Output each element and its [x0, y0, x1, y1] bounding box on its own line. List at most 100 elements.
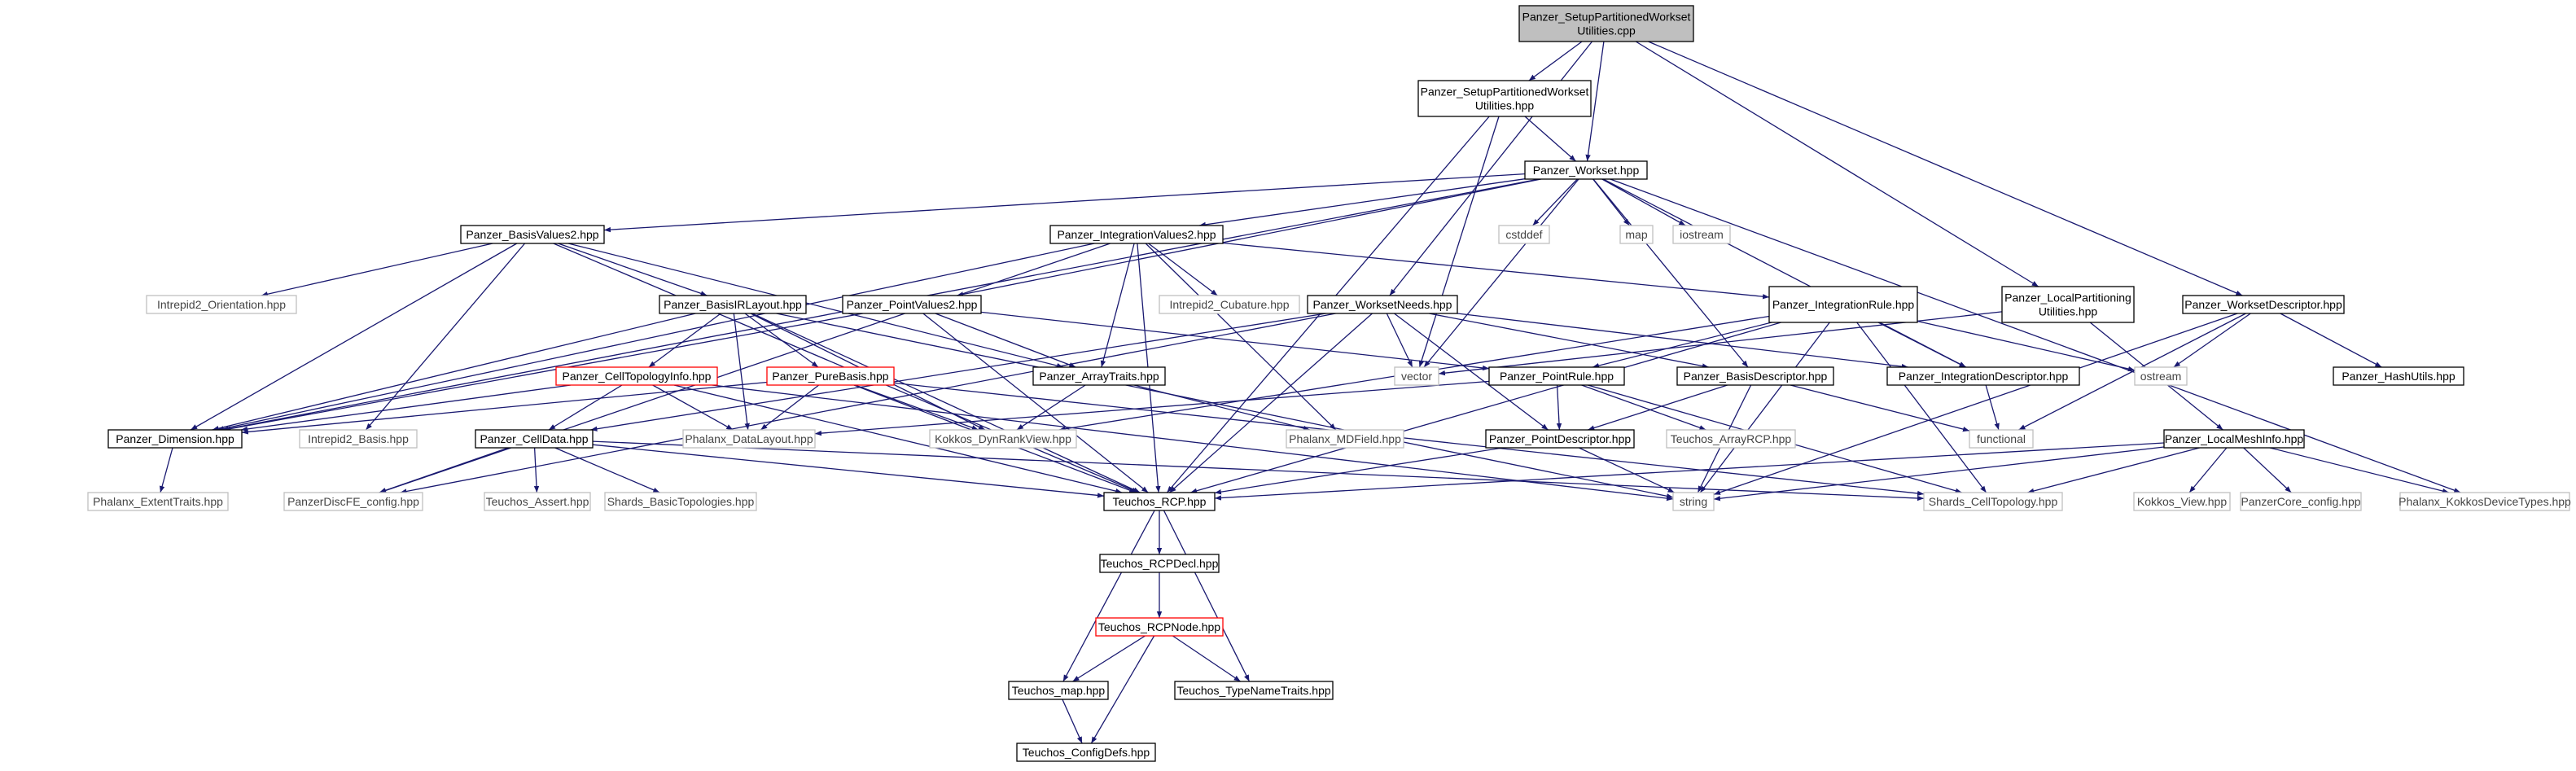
edge-basisdesc-to-functional [1790, 384, 1970, 432]
edge-root-to-localpart [1635, 41, 2039, 287]
node-panzer-integrationvalues2-hpp[interactable]: Panzer_IntegrationValues2.hpp [1049, 225, 1224, 244]
node-panzer-celltopologyinfo-hpp[interactable]: Panzer_CellTopologyInfo.hpp [555, 366, 718, 386]
edge-intdesc-to-functional [1985, 384, 2000, 431]
edge-celltopoinfo-to-rcp [673, 384, 1123, 494]
nodes-layer: Panzer_SetupPartitionedWorksetUtilities.… [87, 5, 2571, 762]
edge-celltopoinfo-to-celldata [548, 384, 623, 431]
node-box [2240, 492, 2362, 511]
edge-workset-to-kokkosdevtypes [1610, 178, 2461, 493]
node-panzer-hashutils-hpp[interactable]: Panzer_HashUtils.hpp [2333, 366, 2464, 386]
node-map: map [1619, 225, 1654, 244]
node-label: Panzer_BasisDescriptor.hpp [1684, 370, 1828, 383]
node-panzer-pointrule-hpp[interactable]: Panzer_PointRule.hpp [1488, 366, 1625, 386]
node-label: PanzerCore_config.hpp [2241, 495, 2360, 508]
edge-basisirlayout-to-string [776, 313, 1674, 499]
node-label: Panzer_BasisValues2.hpp [466, 228, 598, 241]
node-teuchos-configdefs-hpp[interactable]: Teuchos_ConfigDefs.hpp [1016, 743, 1156, 762]
node-panzer-integrationrule-hpp[interactable]: Panzer_IntegrationRule.hpp [1768, 286, 1918, 323]
edge-celltopoinfo-to-dimension [240, 384, 572, 432]
node-teuchos-rcp-hpp[interactable]: Teuchos_RCP.hpp [1103, 492, 1216, 511]
edge-workset-to-cstddef [1532, 178, 1578, 226]
node-panzer-integrationdescriptor-hpp[interactable]: Panzer_IntegrationDescriptor.hpp [1886, 366, 2080, 386]
edge-purebasis-to-celltopology [893, 382, 1925, 497]
node-label: functional [1977, 432, 2026, 445]
node-teuchos-typenametraits-hpp[interactable]: Teuchos_TypeNameTraits.hpp [1174, 681, 1334, 700]
node-panzer-worksetdescriptor-hpp[interactable]: Panzer_WorksetDescriptor.hpp [2182, 295, 2345, 314]
edge-arraytraits-to-mdfield [1133, 384, 1311, 431]
node-label: Panzer_PointDescriptor.hpp [1489, 432, 1632, 445]
node-phalanx-kokkosdevicetypes-hpp: Phalanx_KokkosDeviceTypes.hpp [2399, 492, 2571, 511]
node-label: Phalanx_MDField.hpp [1289, 432, 1401, 445]
node-label: map [1625, 228, 1647, 241]
node-box [1524, 160, 1648, 180]
node-cstddef: cstddef [1498, 225, 1550, 244]
edge-celldata-to-basictopo [554, 447, 660, 493]
node-label: Panzer_WorksetNeeds.hpp [1313, 298, 1452, 311]
node-box [2333, 366, 2464, 386]
node-teuchos-map-hpp[interactable]: Teuchos_map.hpp [1008, 681, 1109, 700]
node-label: Intrepid2_Cubature.hpp [1169, 298, 1289, 311]
edge-pointdesc-to-rcp [1214, 447, 1503, 495]
node-box [766, 366, 895, 386]
node-phalanx-extenttraits-hpp: Phalanx_ExtentTraits.hpp [87, 492, 229, 511]
edge-rcpnode-to-tmap [1072, 635, 1146, 682]
edge-worksetdesc-to-functional [2018, 313, 2246, 431]
edge-basisirlayout-to-rcp [751, 313, 1141, 493]
node-iostream: iostream [1672, 225, 1731, 244]
edge-worksetneeds-to-basisdesc [1429, 313, 1709, 369]
node-label: Panzer_SetupPartitionedWorkset [1522, 11, 1691, 24]
node-box [604, 492, 757, 511]
node-box [1498, 225, 1550, 244]
node-box [1619, 225, 1654, 244]
node-vector: vector [1394, 366, 1439, 386]
node-panzer-purebasis-hpp[interactable]: Panzer_PureBasis.hpp [766, 366, 895, 386]
node-box [484, 492, 591, 511]
node-panzer-setuppartitionedworkset-utilities-cpp[interactable]: Panzer_SetupPartitionedWorksetUtilities.… [1518, 5, 1694, 42]
node-label: Panzer_LocalPartitioning [2004, 291, 2131, 304]
node-teuchos-rcpnode-hpp[interactable]: Teuchos_RCPNode.hpp [1095, 617, 1224, 637]
edge-celldata-to-rcp [592, 444, 1105, 498]
node-panzer-pointdescriptor-hpp[interactable]: Panzer_PointDescriptor.hpp [1485, 429, 1635, 449]
node-label: Panzer_ArrayTraits.hpp [1039, 370, 1159, 383]
node-box [2182, 295, 2345, 314]
node-label: vector [1401, 370, 1432, 383]
edge-localmeshinfo-to-rcp [1214, 442, 2165, 501]
node-panzer-basisirlayout-hpp[interactable]: Panzer_BasisIRLayout.hpp [659, 295, 807, 314]
node-label: Teuchos_map.hpp [1012, 684, 1106, 697]
edge-intvalues2-to-discfe [379, 243, 1111, 493]
node-box [1103, 492, 1216, 511]
node-panzer-dimension-hpp[interactable]: Panzer_Dimension.hpp [107, 429, 243, 449]
node-label: Panzer_SetupPartitionedWorkset [1421, 85, 1589, 99]
edge-rcpnode-to-typenametraits [1172, 635, 1241, 682]
node-panzer-celldata-hpp[interactable]: Panzer_CellData.hpp [475, 429, 594, 449]
node-panzer-worksetneeds-hpp[interactable]: Panzer_WorksetNeeds.hpp [1307, 295, 1458, 314]
node-label: Teuchos_ArrayRCP.hpp [1671, 432, 1792, 445]
node-intrepid2-cubature-hpp: Intrepid2_Cubature.hpp [1159, 295, 1300, 314]
node-panzer-basisvalues2-hpp[interactable]: Panzer_BasisValues2.hpp [460, 225, 605, 244]
edge-celltopoinfo-to-string [712, 384, 1674, 502]
edge-celldata-to-celltopology [592, 440, 1925, 502]
edge-purebasis-to-dynrankview [855, 384, 979, 431]
edge-basisdesc-to-pointdesc [1588, 384, 1728, 431]
edge-basisvalues2-to-intrepid2_orient [261, 243, 493, 297]
edge-celldata-to-assert [533, 447, 540, 493]
edge-root-to-workset [1585, 41, 1605, 162]
node-panzer-basisdescriptor-hpp[interactable]: Panzer_BasisDescriptor.hpp [1676, 366, 1834, 386]
node-panzer-localmeshinfo-hpp[interactable]: Panzer_LocalMeshInfo.hpp [2163, 429, 2305, 449]
node-label: Kokkos_DynRankView.hpp [935, 432, 1071, 445]
node-teuchos-rcpdecl-hpp[interactable]: Teuchos_RCPDecl.hpp [1099, 554, 1220, 573]
node-box [283, 492, 423, 511]
node-teuchos-arrayrcp-hpp: Teuchos_ArrayRCP.hpp [1666, 429, 1796, 449]
edge-root-to-worksetdesc [1648, 41, 2243, 296]
node-box [1666, 429, 1796, 449]
node-panzer-setuppartitionedworkset-utilities-hpp[interactable]: Panzer_SetupPartitionedWorksetUtilities.… [1417, 80, 1592, 117]
node-panzer-arraytraits-hpp[interactable]: Panzer_ArrayTraits.hpp [1032, 366, 1166, 386]
node-panzer-workset-hpp[interactable]: Panzer_Workset.hpp [1524, 160, 1648, 180]
node-box [682, 429, 816, 449]
node-label: Teuchos_RCPNode.hpp [1098, 620, 1220, 633]
node-box [1008, 681, 1109, 700]
node-box [1159, 295, 1300, 314]
node-panzer-pointvalues2-hpp[interactable]: Panzer_PointValues2.hpp [842, 295, 982, 314]
node-label: Panzer_Workset.hpp [1533, 164, 1640, 177]
